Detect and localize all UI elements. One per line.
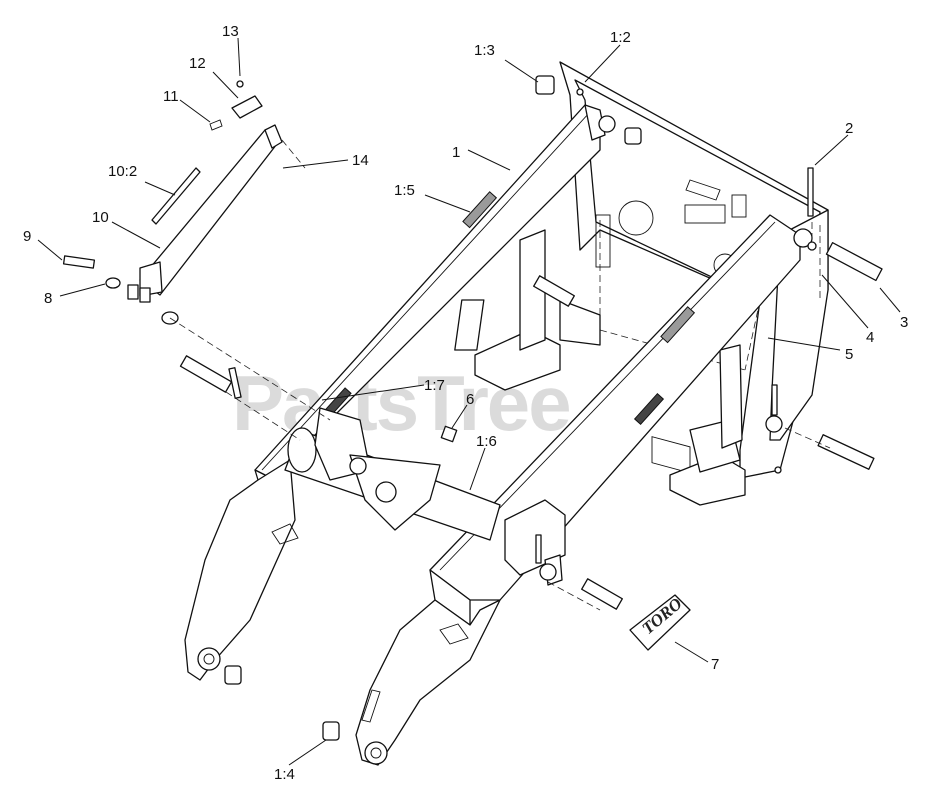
callout-1-5: 1:5 — [394, 182, 415, 199]
callout-5: 5 — [845, 346, 853, 363]
bracket-assembly — [62, 80, 283, 325]
pins-and-fasteners — [179, 75, 883, 741]
callout-3: 3 — [900, 314, 908, 331]
rear-left-foot — [454, 229, 601, 391]
callout-13: 13 — [222, 23, 239, 40]
callout-6: 6 — [466, 391, 474, 408]
callout-1-4: 1:4 — [274, 766, 295, 783]
callout-14: 14 — [352, 152, 369, 169]
callout-11: 11 — [163, 88, 179, 105]
callout-8: 8 — [44, 290, 52, 307]
toro-decal: TORO — [629, 594, 691, 651]
callout-9: 9 — [23, 228, 31, 245]
left-loader-arm — [184, 104, 606, 681]
callout-2: 2 — [845, 120, 853, 137]
callout-1-6: 1:6 — [476, 433, 497, 450]
leader-lines — [37, 37, 901, 766]
callout-1-2: 1:2 — [610, 29, 631, 46]
callout-1: 1 — [452, 144, 460, 161]
callout-7: 7 — [711, 656, 719, 673]
cross-tube — [284, 407, 501, 541]
rear-right-foot — [669, 344, 746, 506]
callout-10-2: 10:2 — [108, 163, 137, 180]
callout-10: 10 — [92, 209, 109, 226]
callout-4: 4 — [866, 329, 874, 346]
callout-labels: 13 12 11 14 10:2 10 9 8 1:3 1:2 1 1:5 2 … — [23, 23, 908, 783]
explode-lines — [169, 139, 831, 611]
callout-12: 12 — [189, 55, 206, 72]
callout-1-7: 1:7 — [424, 377, 445, 394]
callout-1-3: 1:3 — [474, 42, 495, 59]
